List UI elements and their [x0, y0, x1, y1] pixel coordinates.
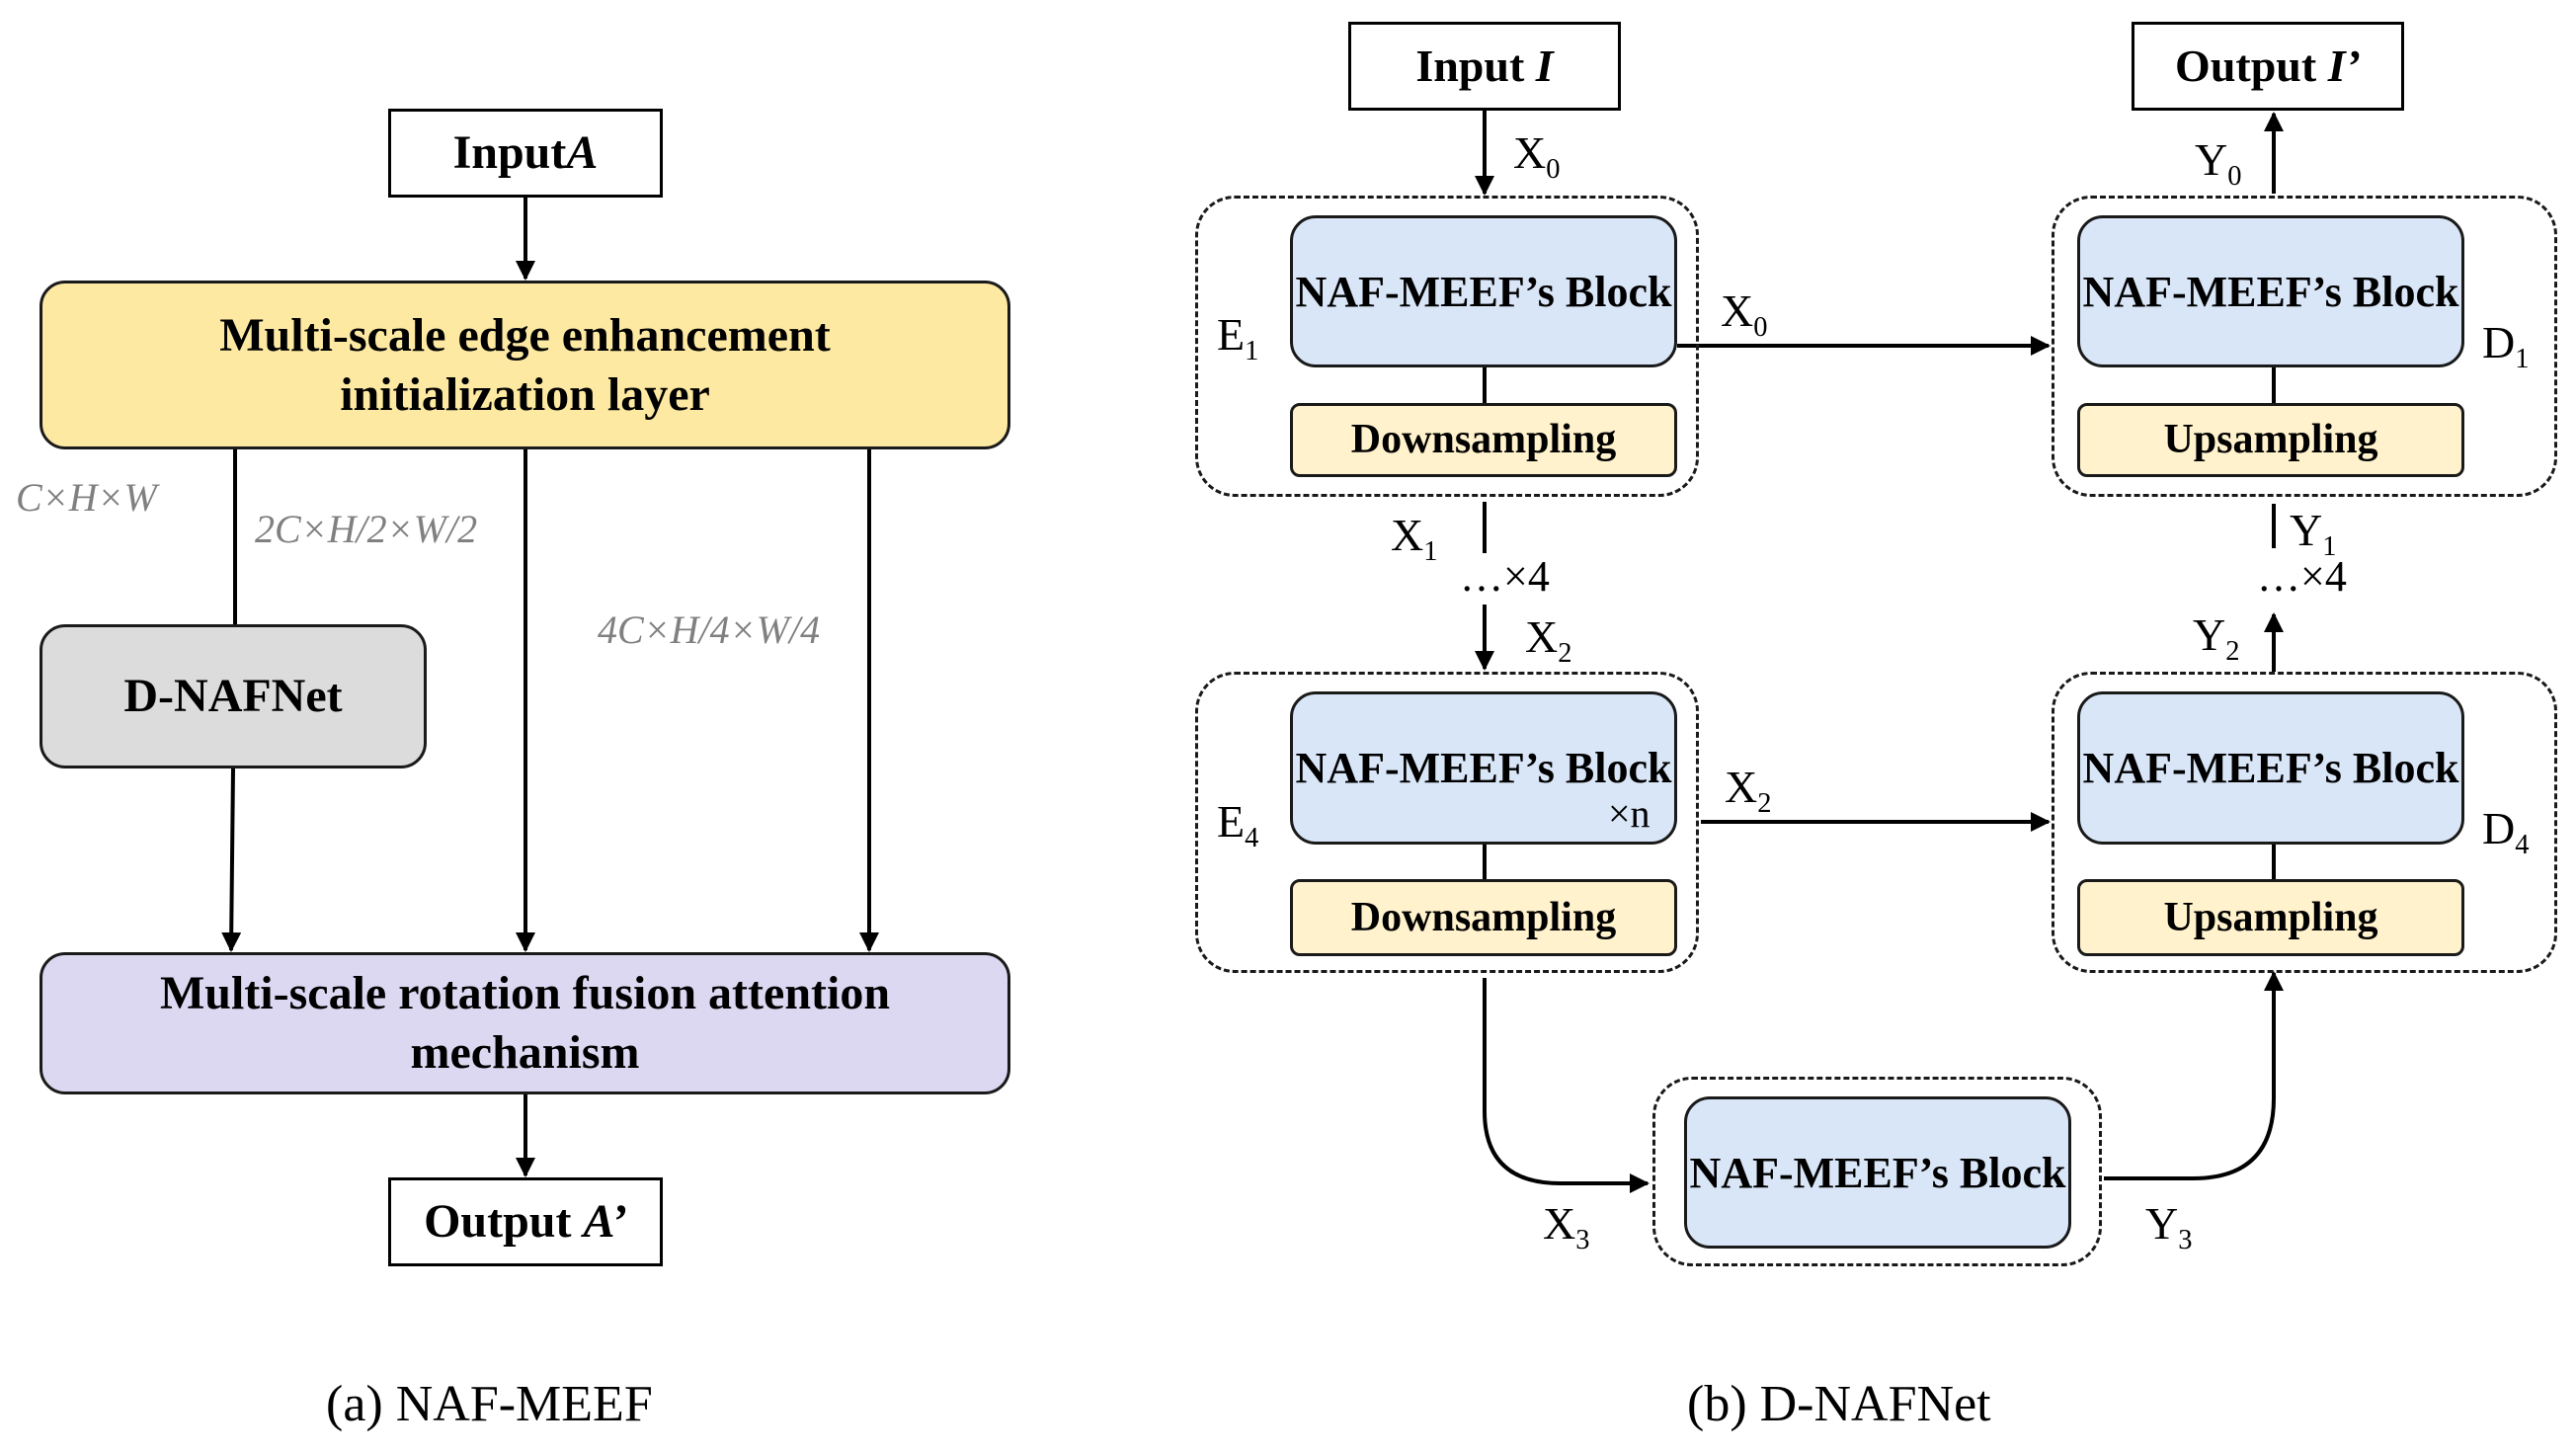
arrow-bottleneck-to-d4: [2104, 971, 2284, 1180]
label-x0-input: X0: [1513, 127, 1561, 185]
edge-enhancement-init-layer: Multi-scale edge enhancement initializat…: [40, 281, 1010, 449]
e1-block: NAF-MEEF’s Block: [1290, 215, 1677, 367]
decoder-d1-group: [2052, 196, 2557, 497]
bottleneck-block: NAF-MEEF’s Block: [1684, 1096, 2071, 1249]
d-nafnet-label: D-NAFNet: [123, 670, 343, 722]
d4-block: NAF-MEEF’s Block: [2077, 691, 2464, 845]
input-a-var: A: [566, 126, 599, 179]
d-nafnet-box: D-NAFNet: [40, 624, 427, 768]
d4-upsampling-label: Upsampling: [2163, 894, 2378, 940]
label-y2: Y2: [2193, 609, 2240, 667]
bottleneck-block-label: NAF-MEEF’s Block: [1689, 1148, 2066, 1197]
d4-upsampling: Upsampling: [2077, 879, 2464, 956]
encoder-e4-group: [1195, 672, 1699, 973]
output-i-var: I’: [2327, 40, 2361, 92]
d1-block: NAF-MEEF’s Block: [2077, 215, 2464, 367]
repeat-n-label: ×n: [1608, 791, 1650, 836]
caption-a: (a) NAF-MEEF: [326, 1376, 653, 1432]
label-x0-skip: X0: [1721, 285, 1768, 343]
input-i-text: Input: [1415, 40, 1536, 92]
output-i-box: Output I’: [2132, 22, 2404, 111]
output-a-var: A’: [583, 1195, 627, 1248]
init-layer-label: Multi-scale edge enhancement initializat…: [219, 308, 831, 421]
loop-label-decoder: …×4: [2257, 552, 2347, 601]
label-x1: X1: [1391, 510, 1438, 567]
label-y0: Y0: [2195, 134, 2242, 192]
e1-downsampling-label: Downsampling: [1350, 417, 1617, 463]
e1-downsampling: Downsampling: [1290, 403, 1677, 477]
d4-block-label: NAF-MEEF’s Block: [2082, 744, 2459, 792]
loop-label-encoder: …×4: [1460, 552, 1550, 601]
d1-block-label: NAF-MEEF’s Block: [2082, 267, 2459, 316]
e4-block: NAF-MEEF’s Block: [1290, 691, 1677, 845]
dim-label-2c: 2C×H/2×W/2: [255, 507, 478, 551]
decoder-d4-group: [2052, 672, 2557, 973]
e4-downsampling-label: Downsampling: [1350, 894, 1617, 940]
output-i-text: Output: [2175, 40, 2328, 92]
label-y1: Y1: [2290, 505, 2337, 562]
dim-label-c: C×H×W: [16, 475, 157, 520]
label-x2-skip: X2: [1725, 762, 1772, 819]
rotation-fusion-attention: Multi-scale rotation fusion attention me…: [40, 952, 1010, 1094]
label-d1: D1: [2482, 317, 2530, 374]
input-i-var: I: [1535, 40, 1554, 92]
bottleneck-group: [1652, 1077, 2102, 1266]
input-a-box: Input A: [388, 109, 663, 198]
output-a-text: Output: [424, 1195, 584, 1248]
label-d4: D4: [2482, 803, 2530, 860]
dim-label-4c: 4C×H/4×W/4: [598, 607, 821, 652]
e4-block-label: NAF-MEEF’s Block: [1295, 744, 1672, 792]
label-e1: E1: [1217, 309, 1259, 366]
e1-block-label: NAF-MEEF’s Block: [1295, 267, 1672, 316]
attention-label: Multi-scale rotation fusion attention me…: [159, 967, 891, 1079]
label-x2-down: X2: [1525, 611, 1572, 669]
d1-upsampling: Upsampling: [2077, 403, 2464, 477]
input-a-text: Input: [452, 126, 567, 179]
label-e4: E4: [1217, 796, 1259, 853]
caption-b: (b) D-NAFNet: [1687, 1376, 1991, 1432]
encoder-e1-group: [1195, 196, 1699, 497]
e4-downsampling: Downsampling: [1290, 879, 1677, 956]
arrow-e4-to-bottleneck: [1483, 978, 1650, 1193]
label-x3: X3: [1543, 1198, 1590, 1255]
arrow-dnafnet-to-attention: [221, 768, 242, 952]
output-a-box: Output A’: [388, 1177, 663, 1266]
input-i-box: Input I: [1348, 22, 1621, 111]
d1-upsampling-label: Upsampling: [2163, 417, 2378, 463]
label-y3: Y3: [2145, 1198, 2193, 1255]
